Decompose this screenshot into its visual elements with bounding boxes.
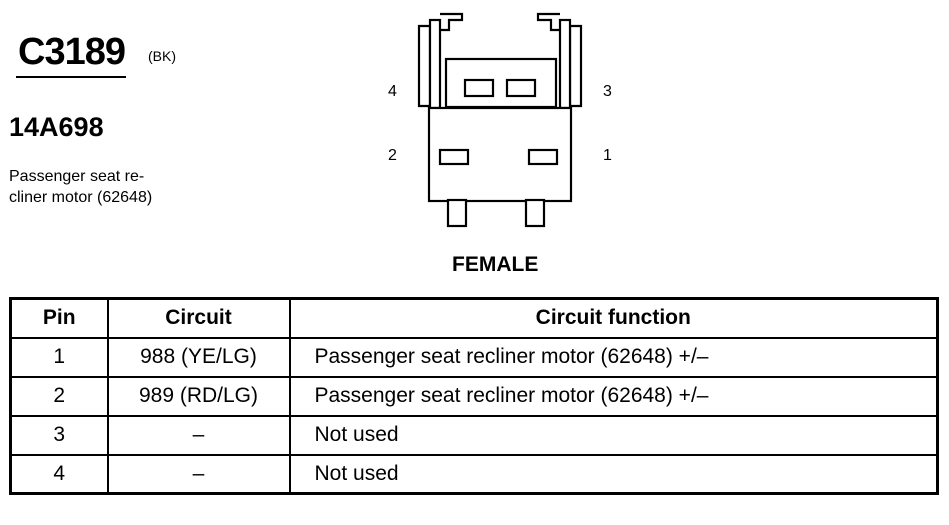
pin-label-4: 4 bbox=[388, 83, 397, 100]
cell-circuit: 988 (YE/LG) bbox=[106, 336, 291, 378]
header-circuit: Circuit bbox=[106, 297, 291, 339]
view-label: FEMALE bbox=[452, 253, 539, 276]
header-pin: Pin bbox=[9, 297, 109, 339]
table-row: 2 989 (RD/LG) Passenger seat recliner mo… bbox=[9, 375, 939, 417]
cell-function: Not used bbox=[288, 414, 939, 456]
pin-label-1: 1 bbox=[603, 147, 612, 164]
cell-circuit: 989 (RD/LG) bbox=[106, 375, 291, 417]
cell-function: Passenger seat recliner motor (62648) +/… bbox=[288, 336, 939, 378]
table-row: 3 – Not used bbox=[9, 414, 939, 456]
pin-label-3: 3 bbox=[603, 83, 612, 100]
connector-id: C3189 bbox=[18, 31, 126, 73]
cell-pin: 1 bbox=[9, 336, 109, 378]
table-row: 4 – Not used bbox=[9, 453, 939, 495]
part-number: 14A698 bbox=[9, 112, 104, 142]
pin-label-2: 2 bbox=[388, 147, 397, 164]
right-leg bbox=[524, 198, 546, 228]
terminal-slot-1 bbox=[527, 148, 559, 166]
upper-terminal-block bbox=[444, 57, 558, 109]
connector-color: (BK) bbox=[148, 48, 176, 64]
left-latch-arm bbox=[428, 18, 442, 110]
right-latch-arm bbox=[558, 18, 572, 110]
cell-function: Passenger seat recliner motor (62648) +/… bbox=[288, 375, 939, 417]
header-circuit-function: Circuit function bbox=[288, 297, 939, 339]
cell-pin: 2 bbox=[9, 375, 109, 417]
pinout-table: Pin Circuit Circuit function 1 988 (YE/L… bbox=[9, 297, 939, 495]
terminal-slot-3 bbox=[505, 78, 537, 98]
terminal-slot-2 bbox=[438, 148, 470, 166]
connector-face-diagram bbox=[417, 12, 583, 228]
cell-pin: 3 bbox=[9, 414, 109, 456]
table-row: 1 988 (YE/LG) Passenger seat recliner mo… bbox=[9, 336, 939, 378]
cell-circuit: – bbox=[106, 414, 291, 456]
connector-id-underline bbox=[16, 76, 126, 78]
table-header-row: Pin Circuit Circuit function bbox=[9, 297, 939, 339]
terminal-slot-4 bbox=[463, 78, 495, 98]
cell-circuit: – bbox=[106, 453, 291, 495]
cell-pin: 4 bbox=[9, 453, 109, 495]
connector-description: Passenger seat re- cliner motor (62648) bbox=[9, 168, 153, 206]
cell-function: Not used bbox=[288, 453, 939, 495]
left-leg bbox=[446, 198, 468, 228]
